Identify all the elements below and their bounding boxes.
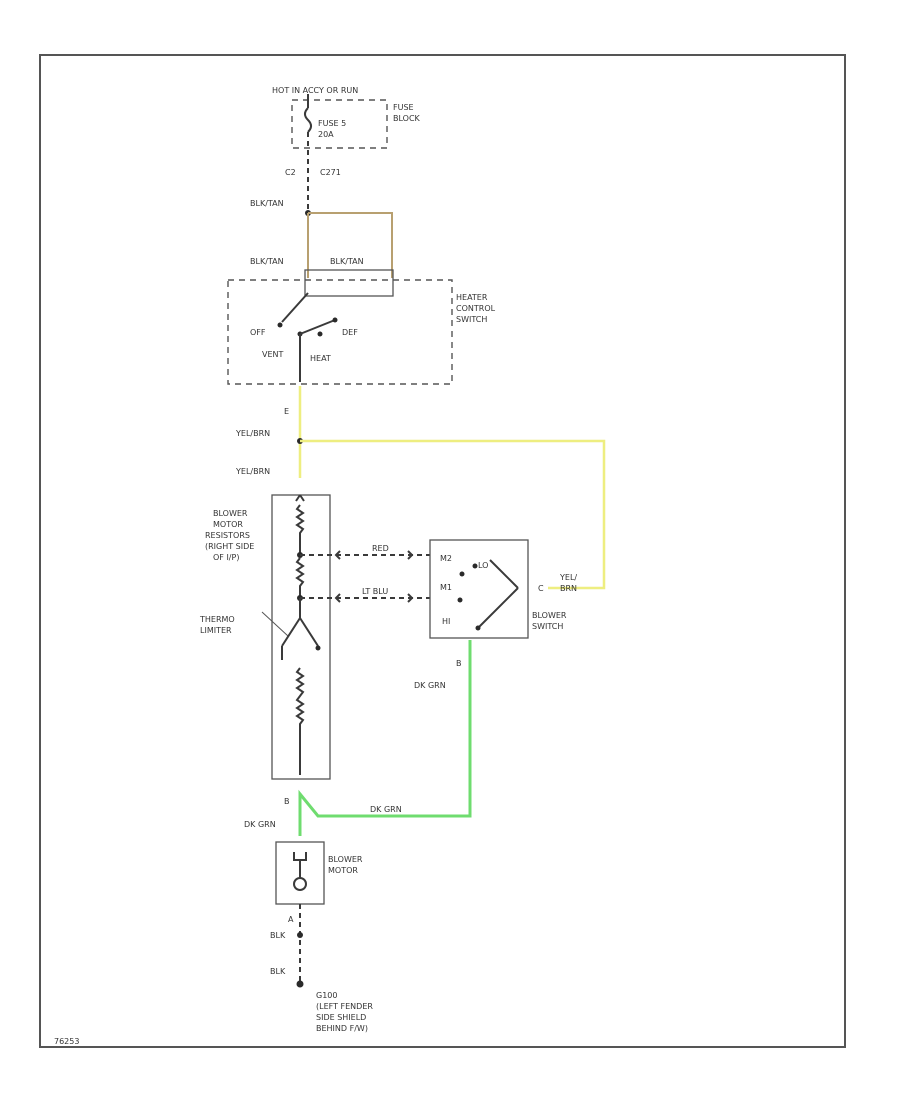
- wire-yel-brn-label-1: YEL/BRN: [235, 429, 270, 438]
- blower-switch-box: [429, 539, 529, 639]
- heater-contact-off: [277, 322, 283, 328]
- fuse-label-2: 20A: [318, 130, 334, 139]
- switch-pos-m1-label: M1: [440, 583, 452, 592]
- blower-switch-common: [477, 587, 519, 629]
- heater-contact-def: [332, 317, 338, 323]
- fuse-block-label-1: FUSE: [393, 103, 414, 112]
- wire-blk-label-1: BLK: [270, 931, 286, 940]
- resistor-label-4: (RIGHT SIDE: [205, 542, 254, 551]
- thermo-limiter-leader: [261, 611, 289, 637]
- wire-red-label: RED: [372, 544, 389, 553]
- heater-switch-label-1: HEATER: [456, 293, 488, 302]
- motor-symbol: [293, 877, 307, 891]
- pos-off-label: OFF: [250, 328, 266, 337]
- blower-switch-blade: [489, 559, 519, 589]
- motor-input-bracket: [293, 852, 307, 861]
- wire-dk-grn-label-1: DK GRN: [414, 681, 446, 690]
- ground-point: [296, 980, 304, 988]
- switch-pos-lo-label: LO: [478, 561, 488, 570]
- switch-contact-lo: [472, 563, 478, 569]
- switch-contact-m2: [459, 571, 465, 577]
- ground-label-3: SIDE SHIELD: [316, 1013, 366, 1022]
- switch-pos-hi-label: HI: [442, 617, 450, 626]
- pos-heat-label: HEAT: [310, 354, 331, 363]
- heater-switch-blade: [281, 292, 309, 323]
- pos-def-label: DEF: [342, 328, 358, 337]
- resistor-3: [281, 646, 305, 775]
- wire-dk-grn-label-3: DK GRN: [244, 820, 276, 829]
- connector-c271-label: C271: [320, 168, 341, 177]
- wire-blk-tan-label-3: BLK/TAN: [330, 257, 364, 266]
- fuse-block-label-2: BLOCK: [393, 114, 421, 123]
- figure-id: 76253: [54, 1037, 79, 1046]
- heater-switch-blade-2: [299, 319, 336, 335]
- wire-blk-tan-label-1: BLK/TAN: [250, 199, 284, 208]
- pin-e-label: E: [284, 407, 289, 416]
- heater-switch-label-2: CONTROL: [456, 304, 496, 313]
- switch-pos-m2-label: M2: [440, 554, 452, 563]
- pos-vent-label: VENT: [262, 350, 284, 359]
- ground-label-2: (LEFT FENDER: [316, 1002, 373, 1011]
- heater-contact-heat: [317, 331, 323, 337]
- splice-dot-ground: [297, 932, 303, 938]
- resistor-2: [295, 557, 305, 598]
- fuse-label-1: FUSE 5: [318, 119, 346, 128]
- fuse-source-label: HOT IN ACCY OR RUN: [272, 86, 358, 95]
- fuse-symbol: [304, 107, 312, 133]
- green-wire: [298, 640, 472, 836]
- blower-switch-label-2: SWITCH: [532, 622, 563, 631]
- wire-connector-marks: [334, 550, 414, 603]
- pin-a-label: A: [288, 915, 294, 924]
- resistor-label-2: MOTOR: [213, 520, 243, 529]
- wire-yel-brn-label-2: YEL/BRN: [235, 467, 270, 476]
- diagram-frame: [39, 54, 846, 1048]
- resistor-label-1: BLOWER: [213, 509, 248, 518]
- thermo-limiter-switch: [281, 617, 319, 647]
- yellow-wire-to-switch: [300, 439, 606, 590]
- ground-label-4: BEHIND F/W): [316, 1024, 368, 1033]
- resistor-label-5: OF I/P): [213, 553, 239, 562]
- switch-pin-c-label: C: [538, 584, 544, 593]
- connector-c2-label: C2: [285, 168, 296, 177]
- heater-switch-box: [227, 279, 453, 385]
- resistor-1: [295, 504, 305, 555]
- wire-yel-brn-sw-label-1: YEL/: [559, 573, 577, 582]
- wire-blk-tan-label-2: BLK/TAN: [250, 257, 284, 266]
- thermo-limiter-label-2: LIMITER: [200, 626, 232, 635]
- ground-label-1: G100: [316, 991, 337, 1000]
- pin-b-motor-label: B: [284, 797, 290, 806]
- thermo-limiter-label-1: THERMO: [199, 615, 235, 624]
- blower-switch-label-1: BLOWER: [532, 611, 567, 620]
- resistor-label-3: RESISTORS: [205, 531, 250, 540]
- heater-switch-label-3: SWITCH: [456, 315, 487, 324]
- wire-blk-label-2: BLK: [270, 967, 286, 976]
- wire-ltblu-label: LT BLU: [362, 587, 388, 596]
- heater-switch-inner-box: [304, 269, 394, 297]
- wire-dk-grn-label-2: DK GRN: [370, 805, 402, 814]
- tan-jumper-wire: [308, 212, 393, 278]
- fuse-block-box: [291, 99, 388, 149]
- wire-yel-brn-sw-label-2: BRN: [560, 584, 577, 593]
- blower-motor-label-1: BLOWER: [328, 855, 363, 864]
- pin-b-switch-label: B: [456, 659, 462, 668]
- switch-contact-m1: [457, 597, 463, 603]
- thermo-limiter-contact: [315, 645, 321, 651]
- resistor-input-arrow: [295, 494, 305, 502]
- blower-motor-label-2: MOTOR: [328, 866, 358, 875]
- switch-contact-hi: [475, 625, 481, 631]
